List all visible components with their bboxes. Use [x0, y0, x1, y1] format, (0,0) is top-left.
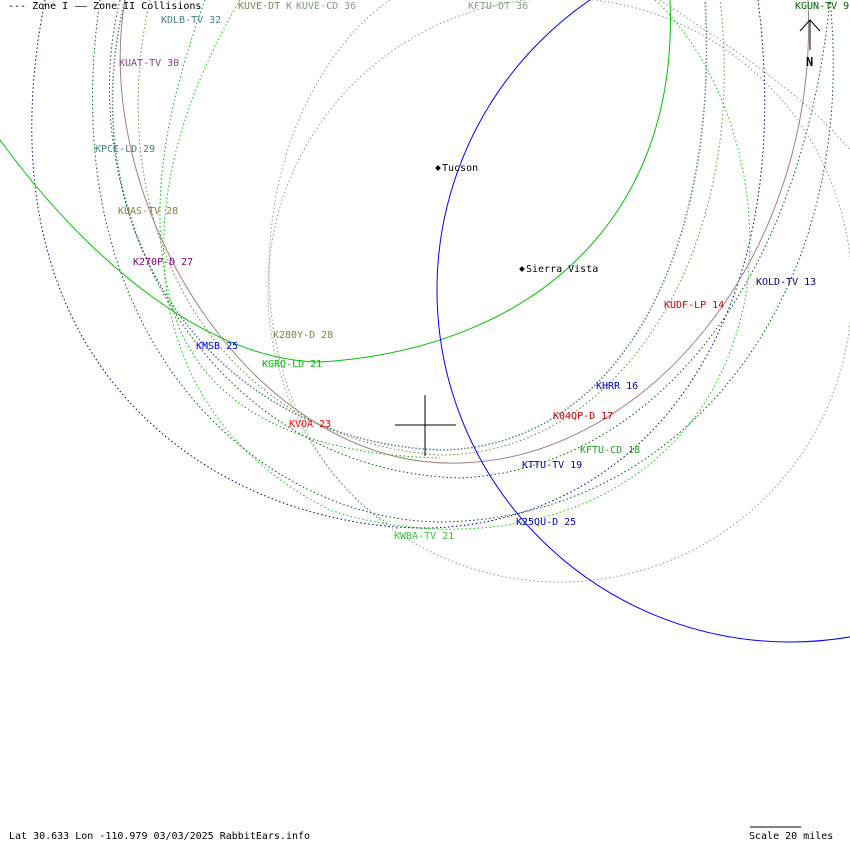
station-label[interactable]: KUVE-CD 36 [296, 1, 357, 12]
contour-k25qu-d [436, 0, 850, 643]
station-label[interactable]: K [286, 1, 293, 12]
station-label[interactable]: KFTU-CD 18 [580, 445, 641, 456]
station-label[interactable]: KVOA 23 [289, 419, 332, 430]
station-label[interactable]: KUAT-TV 30 [119, 58, 180, 69]
contour-k280y [268, 0, 401, 531]
legend-zone2: —— Zone II Collisions [75, 1, 202, 12]
station-label[interactable]: KGRQ-LD 21 [262, 359, 323, 370]
station-label[interactable]: KTTU-TV 19 [522, 460, 583, 471]
footer-scale: Scale 20 miles [749, 831, 834, 842]
station-label[interactable]: KUAS-TV 28 [118, 206, 179, 217]
contour-kftu-dt [267, 0, 850, 583]
station-label[interactable]: KOLD-TV 13 [756, 277, 817, 288]
legend-zone1: --- Zone I [8, 1, 69, 12]
footer-info: Lat 30.633 Lon -110.979 03/03/2025 Rabbi… [9, 831, 311, 842]
station-label[interactable]: K280Y-D 28 [273, 330, 334, 341]
station-label[interactable]: KUVE-DT [238, 1, 281, 12]
contour-kpce-ld [111, 0, 708, 451]
station-label[interactable]: KGUN-TV 9 [795, 1, 850, 12]
station-label[interactable]: KHRR 16 [596, 381, 639, 392]
contour-kgun-tv [92, 0, 834, 523]
station-label[interactable]: KWBA-TV 21 [394, 531, 455, 542]
contour-kuat-tv [119, 0, 810, 464]
station-label[interactable]: KUDF-LP 14 [664, 300, 725, 311]
contour-kfxa [159, 0, 441, 459]
contour-kwba-tv [163, 0, 751, 530]
contour-kold-tv [31, 0, 766, 529]
station-label[interactable]: K270P-D 27 [133, 257, 194, 268]
north-arrow-icon [799, 19, 821, 50]
station-label[interactable]: KPCE-LD 29 [95, 144, 156, 155]
station-label[interactable]: K04QP-D 17 [553, 411, 614, 422]
station-label[interactable]: KFTU-DT 36 [468, 1, 529, 12]
city-label: Tucson [442, 163, 479, 174]
station-label[interactable]: KMSB 25 [196, 341, 239, 352]
station-label[interactable]: KDLB-TV 32 [161, 15, 222, 26]
contour-gray-right [659, 0, 850, 151]
city-label: Sierra Vista [526, 264, 599, 275]
contour-kuas-tv [137, 0, 725, 456]
north-label: N [806, 55, 814, 69]
contour-kgrq-ld [0, 0, 671, 363]
contour-kftu-cd [108, 0, 831, 479]
station-label[interactable]: K25QU-D 25 [516, 517, 577, 528]
